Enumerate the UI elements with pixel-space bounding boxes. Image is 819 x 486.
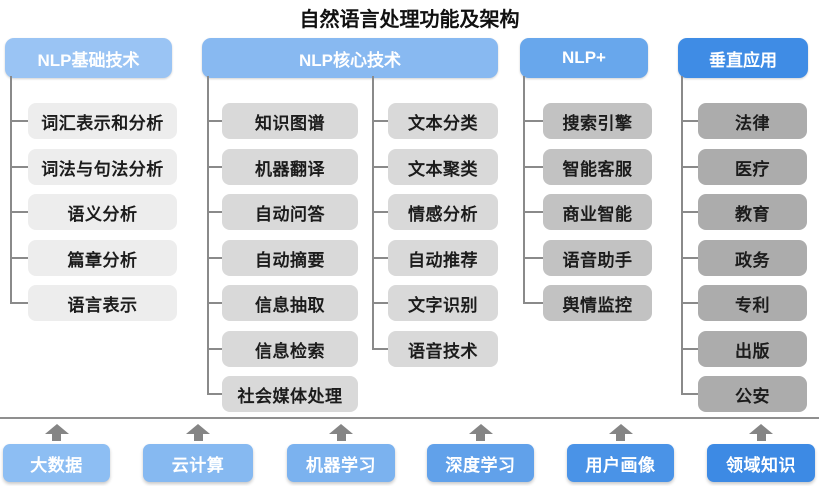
connector-line — [372, 257, 388, 259]
up-arrow-icon — [749, 424, 773, 441]
diagram-node: 智能客服 — [543, 149, 652, 185]
diagram-node: 专利 — [698, 285, 807, 321]
diagram-node: 社会媒体处理 — [222, 376, 358, 412]
diagram-node: 出版 — [698, 331, 807, 367]
connector-line — [681, 348, 698, 350]
connector-line — [523, 257, 543, 259]
diagram-node: 知识图谱 — [222, 103, 358, 139]
connector-line — [207, 302, 222, 304]
connector-line — [681, 166, 698, 168]
up-arrow-icon — [44, 424, 69, 441]
diagram-node: 文本聚类 — [388, 149, 498, 185]
up-arrow-icon — [468, 424, 493, 441]
diagram-node: 语音技术 — [388, 331, 498, 367]
diagram-node: 机器翻译 — [222, 149, 358, 185]
diagram-node: 法律 — [698, 103, 807, 139]
diagram-node: 情感分析 — [388, 194, 498, 230]
connector-line — [372, 302, 388, 304]
column-header-nlp-core: NLP核心技术 — [202, 38, 498, 78]
connector-line — [523, 211, 543, 213]
diagram-node: 词法与句法分析 — [28, 149, 177, 185]
connector-line — [681, 302, 698, 304]
diagram-node: 自动问答 — [222, 194, 358, 230]
diagram-node: 搜索引擎 — [543, 103, 652, 139]
connector-line — [372, 211, 388, 213]
connector-line — [372, 348, 388, 350]
connector-line — [207, 166, 222, 168]
diagram-node: 信息检索 — [222, 331, 358, 367]
connector-line — [10, 257, 28, 259]
connector-line — [10, 166, 28, 168]
connector-line — [10, 120, 28, 122]
connector-line — [10, 76, 12, 303]
diagram-node: 文本分类 — [388, 103, 498, 139]
diagram-node: 政务 — [698, 240, 807, 276]
connector-line — [681, 393, 698, 395]
connector-line — [207, 393, 222, 395]
diagram-node: 公安 — [698, 376, 807, 412]
connector-line — [523, 76, 525, 303]
diagram-node: 自动推荐 — [388, 240, 498, 276]
connector-line — [372, 120, 388, 122]
connector-line — [681, 211, 698, 213]
connector-line — [523, 166, 543, 168]
connector-line — [681, 76, 683, 394]
connector-line — [207, 348, 222, 350]
diagram-node: 医疗 — [698, 149, 807, 185]
foundation-node: 用户画像 — [567, 444, 674, 482]
diagram-node: 自动摘要 — [222, 240, 358, 276]
diagram-node: 词汇表示和分析 — [28, 103, 177, 139]
connector-line — [10, 211, 28, 213]
foundation-divider-line — [0, 417, 819, 419]
diagram-node: 信息抽取 — [222, 285, 358, 321]
connector-line — [523, 120, 543, 122]
up-arrow-icon — [329, 424, 353, 441]
diagram-node: 商业智能 — [543, 194, 652, 230]
connector-line — [207, 120, 222, 122]
column-header-nlp-basic: NLP基础技术 — [5, 38, 172, 78]
diagram-node: 语言表示 — [28, 285, 177, 321]
diagram-node: 舆情监控 — [543, 285, 652, 321]
diagram-node: 文字识别 — [388, 285, 498, 321]
connector-line — [207, 211, 222, 213]
diagram-node: 篇章分析 — [28, 240, 177, 276]
connector-line — [523, 302, 543, 304]
up-arrow-icon — [608, 424, 633, 441]
foundation-node: 机器学习 — [287, 444, 395, 482]
connector-line — [207, 76, 209, 394]
connector-line — [10, 302, 28, 304]
foundation-node: 云计算 — [143, 444, 253, 482]
diagram-title: 自然语言处理功能及架构 — [299, 9, 520, 31]
connector-line — [681, 120, 698, 122]
foundation-node: 领域知识 — [707, 444, 815, 482]
diagram-node: 语音助手 — [543, 240, 652, 276]
up-arrow-icon — [186, 424, 210, 441]
diagram-node: 教育 — [698, 194, 807, 230]
foundation-node: 大数据 — [3, 444, 110, 482]
column-header-vertical-apps: 垂直应用 — [678, 38, 808, 78]
foundation-node: 深度学习 — [427, 444, 534, 482]
connector-line — [681, 257, 698, 259]
diagram-node: 语义分析 — [28, 194, 177, 230]
connector-line — [207, 257, 222, 259]
connector-line — [372, 166, 388, 168]
column-header-nlp-plus: NLP+ — [520, 38, 648, 78]
